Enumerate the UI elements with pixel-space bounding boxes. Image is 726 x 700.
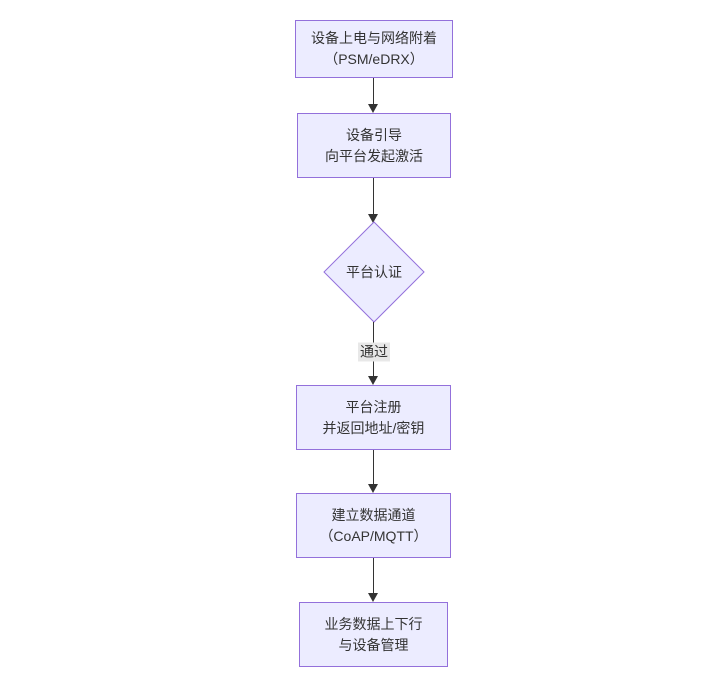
flow-arrow-e-f — [368, 558, 379, 602]
node-text-line: 设备上电与网络附着 — [311, 30, 437, 46]
arrow-shaft — [373, 178, 374, 215]
node-text-line: 平台注册 — [345, 398, 402, 415]
node-text-line: 并返回地址/密钥 — [322, 419, 425, 436]
flow-arrow-b-c — [368, 178, 379, 223]
node-text-line: 设备引导 — [346, 126, 402, 143]
flow-arrow-a-b — [368, 78, 379, 113]
decision-label: 平台认证 — [346, 264, 402, 280]
diamond-shape — [323, 221, 425, 323]
flow-arrow-d-e — [368, 450, 379, 493]
decision-platform-auth: 平台认证 — [323, 221, 425, 323]
node-text-line: 与设备管理 — [338, 636, 409, 653]
node-text-line: （PSM/eDRX） — [324, 51, 424, 67]
node-business-data: 业务数据上下行 与设备管理 — [299, 602, 448, 667]
node-data-channel: 建立数据通道 （CoAP/MQTT） — [296, 493, 451, 558]
node-text-line: （CoAP/MQTT） — [319, 527, 428, 544]
node-text-line: 建立数据通道 — [331, 506, 416, 523]
arrow-shaft — [373, 450, 374, 485]
arrowhead-icon — [368, 376, 378, 385]
arrowhead-icon — [368, 593, 378, 602]
node-device-bootstrap: 设备引导 向平台发起激活 — [297, 113, 451, 178]
edge-label-pass: 通过 — [358, 342, 390, 362]
arrowhead-icon — [368, 214, 378, 223]
node-text-line: 业务数据上下行 — [324, 615, 423, 632]
node-text-line: 向平台发起激活 — [325, 147, 423, 164]
node-platform-register: 平台注册 并返回地址/密钥 — [296, 385, 451, 450]
node-power-network-attach: 设备上电与网络附着 （PSM/eDRX） — [295, 20, 453, 78]
arrow-shaft — [373, 558, 374, 594]
arrowhead-icon — [368, 104, 378, 113]
arrowhead-icon — [368, 484, 378, 493]
arrow-shaft — [373, 78, 374, 105]
